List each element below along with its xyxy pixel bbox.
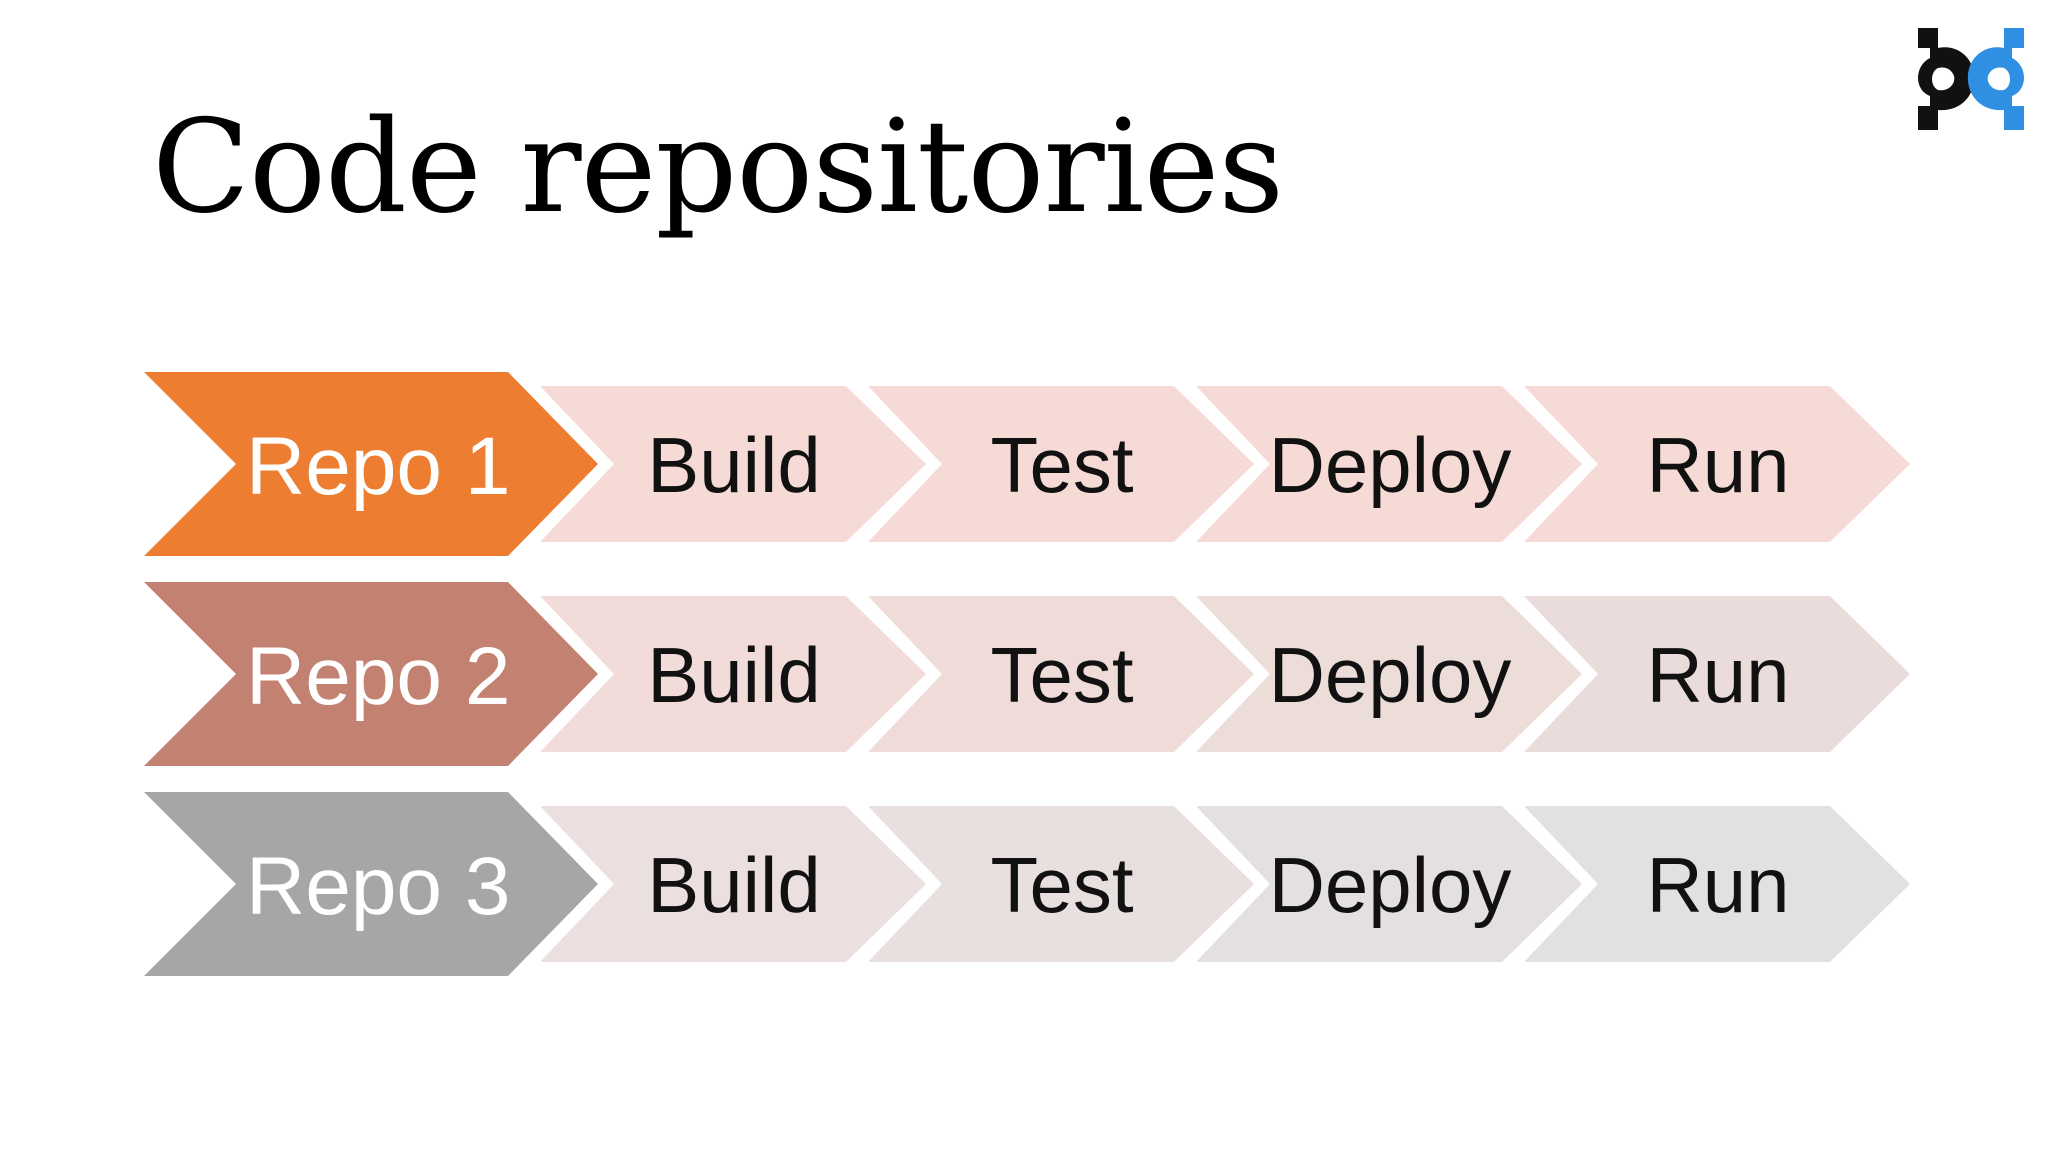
stage-chevron <box>540 806 926 962</box>
pipeline-row: Build Test Deploy Run Repo 3 <box>144 792 1910 976</box>
pipeline-row: Build Test Deploy Run Repo 1 <box>144 372 1910 556</box>
repo-label: Repo 2 <box>246 631 510 722</box>
stage-label: Deploy <box>1269 421 1512 509</box>
slide-title: Code repositories <box>152 93 1284 242</box>
stage-chevron <box>1196 596 1582 752</box>
stage-chevron <box>540 386 926 542</box>
stage-label: Run <box>1646 421 1789 509</box>
stage-chevron <box>868 386 1254 542</box>
repo-label: Repo 1 <box>246 421 510 512</box>
stage-label: Deploy <box>1269 841 1512 929</box>
stage-chevron <box>540 596 926 752</box>
stage-chevron <box>1196 806 1582 962</box>
stage-chevron <box>1524 596 1910 752</box>
stage-label: Run <box>1646 841 1789 929</box>
stage-label: Build <box>647 631 820 719</box>
repo-chevron <box>144 582 598 766</box>
pipeline-row: Build Test Deploy Run Repo 2 <box>144 582 1910 766</box>
stage-label: Build <box>647 841 820 929</box>
stage-chevron <box>1524 386 1910 542</box>
stage-chevron <box>1524 806 1910 962</box>
stage-chevron <box>1196 386 1582 542</box>
stage-label: Test <box>990 421 1133 509</box>
repo-chevron <box>144 372 598 556</box>
stage-label: Build <box>647 421 820 509</box>
stage-chevron <box>868 806 1254 962</box>
stage-label: Test <box>990 631 1133 719</box>
stage-label: Test <box>990 841 1133 929</box>
stage-chevron <box>868 596 1254 752</box>
repo-chevron <box>144 792 598 976</box>
logo-accent-half <box>1967 28 2024 130</box>
repo-label: Repo 3 <box>246 841 510 932</box>
stage-label: Run <box>1646 631 1789 719</box>
gear-logo-icon <box>1918 28 2024 130</box>
stage-label: Deploy <box>1269 631 1512 719</box>
logo-dark-half <box>1918 28 1975 130</box>
